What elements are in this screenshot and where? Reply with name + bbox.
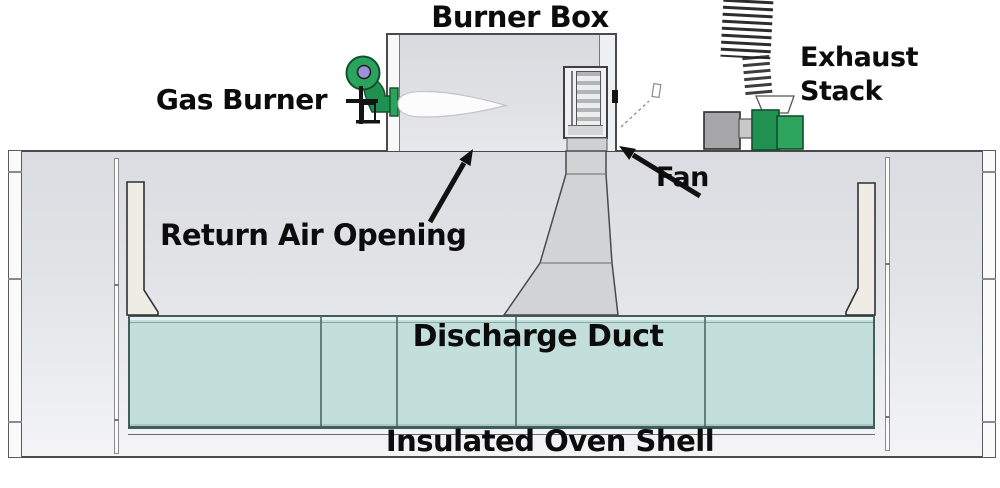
return-air-opening-label: Return Air Opening	[160, 218, 467, 252]
burner-box-label: Burner Box	[431, 0, 609, 34]
duct-seam	[396, 317, 398, 426]
burner-air-inlet-icon	[356, 64, 372, 80]
burner-bracket-frame	[362, 103, 376, 122]
oven-right-panel-seam	[885, 157, 890, 451]
discharge-duct-bottom-rail	[128, 428, 875, 435]
exhaust-motor-icon	[703, 111, 741, 150]
oven-left-panel-seam	[114, 158, 119, 454]
burner-bracket-bar	[346, 99, 378, 103]
exhaust-stack-label: Exhaust Stack	[800, 42, 919, 107]
fan-frame-rail	[571, 71, 573, 127]
fan-label: Fan	[656, 162, 709, 193]
exhaust-funnel	[755, 95, 795, 114]
exhaust-blower-icon	[751, 109, 780, 151]
fan-louvers	[576, 71, 601, 127]
duct-seam	[320, 317, 322, 426]
burner-box-left-wall	[388, 35, 400, 151]
sensor-icon	[651, 82, 662, 99]
sensor-leader-line	[620, 100, 650, 128]
insulated-oven-shell-label: Insulated Oven Shell	[385, 424, 715, 458]
fan-unit	[563, 66, 608, 139]
oven-left-outer-wall	[8, 150, 22, 458]
fan-base	[568, 125, 603, 135]
gas-burner-label: Gas Burner	[155, 83, 328, 116]
exhaust-stack-upper-icon	[720, 0, 774, 60]
burner-bracket-foot	[356, 120, 380, 124]
oven-right-outer-wall	[982, 150, 996, 458]
gas-burner-blower-icon	[345, 55, 381, 91]
duct-seam	[704, 317, 706, 426]
fan-mount-block	[612, 90, 618, 103]
exhaust-blower-housing-icon	[776, 115, 804, 150]
discharge-duct-label: Discharge Duct	[412, 319, 664, 354]
discharge-duct-body	[128, 315, 875, 428]
duct-seam	[515, 317, 517, 426]
exhaust-shaft-icon	[738, 118, 754, 139]
exhaust-stack-lower-icon	[742, 54, 773, 100]
burner-bracket-rod	[359, 86, 363, 124]
